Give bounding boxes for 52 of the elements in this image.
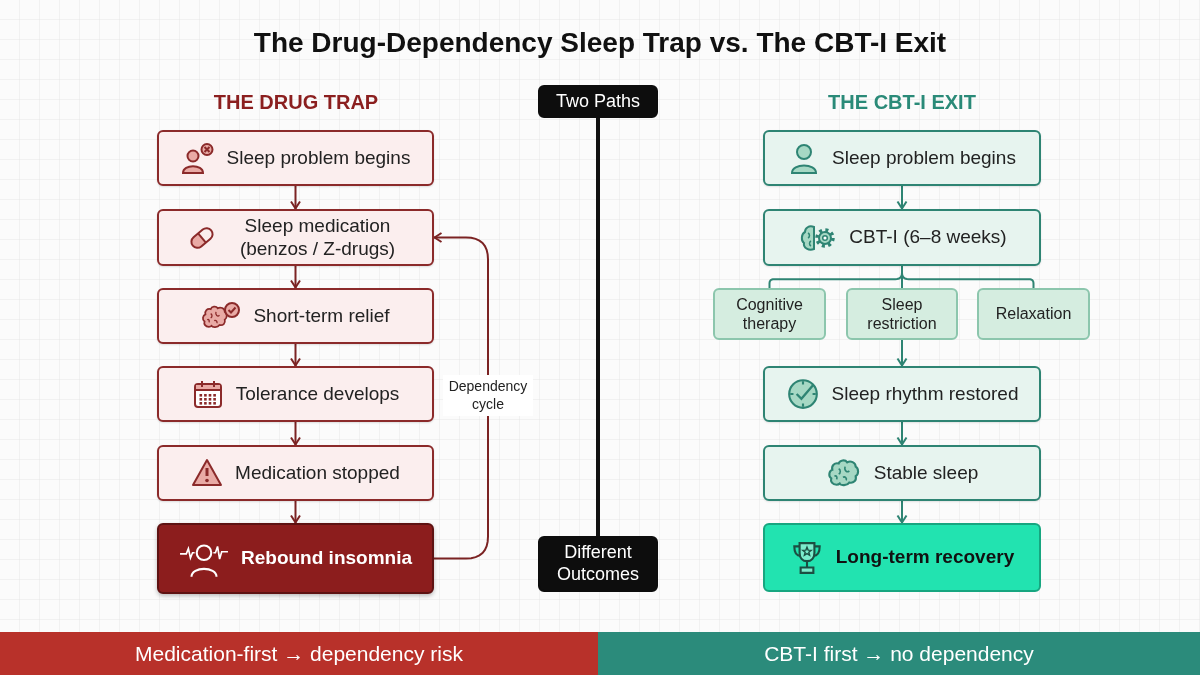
connector-line [901, 265, 1035, 289]
arrow [290, 421, 301, 446]
step-label: Sleep problem begins [832, 146, 1016, 170]
step-label: Rebound insomnia [241, 547, 412, 570]
step-label: Short-term relief [253, 304, 390, 328]
process-box [763, 366, 1041, 422]
arrow [290, 343, 301, 367]
process-box [157, 209, 434, 266]
step-label: Sleep restriction [866, 294, 938, 334]
step-label: Medication stopped [235, 461, 400, 485]
step-label: Sleep medication (benzos / Z-drugs) [238, 214, 397, 261]
summary-banner [598, 632, 1200, 675]
banner-text: CBT-I first → no dependency [764, 640, 1034, 667]
summary-banner [0, 632, 598, 675]
column-heading: THE CBT-I EXIT [827, 91, 977, 114]
process-box [763, 209, 1041, 266]
arrow [433, 232, 489, 560]
column-heading: THE DRUG TRAP [212, 91, 380, 114]
arrow [896, 185, 908, 210]
arrow [896, 500, 908, 524]
step-label: CBT-I (6–8 weeks) [849, 226, 1007, 249]
connector-line [596, 118, 600, 536]
step-label: Two Paths [555, 90, 640, 113]
process-box [157, 288, 434, 344]
step-label: Different Outcomes [556, 542, 640, 586]
process-box [157, 366, 434, 422]
terminal-box [538, 85, 658, 118]
step-label: Tolerance develops [235, 382, 400, 406]
outcome-box [157, 523, 434, 594]
step-label: Relaxation [995, 304, 1072, 324]
step-label: Sleep problem begins [226, 146, 411, 170]
process-box [763, 130, 1041, 186]
technique-box [846, 288, 958, 340]
edge-label: Dependency cycle [443, 375, 533, 416]
step-label: Sleep rhythm restored [831, 382, 1019, 406]
outcome-box [763, 523, 1041, 592]
arrow [290, 500, 301, 524]
process-box [157, 130, 434, 186]
diagram-title: The Drug-Dependency Sleep Trap vs. The CBT-I Exit [252, 27, 948, 59]
terminal-box [538, 536, 658, 592]
banner-text: Medication-first → dependency risk [135, 640, 463, 667]
technique-box [977, 288, 1090, 340]
arrow [290, 265, 301, 289]
arrow [896, 339, 908, 367]
arrow [290, 185, 301, 210]
process-box [763, 445, 1041, 501]
step-label: Long-term recovery [835, 546, 1015, 569]
technique-box [713, 288, 826, 340]
step-label: Cognitive therapy [735, 294, 804, 334]
step-label: Stable sleep [873, 461, 979, 485]
arrow [896, 421, 908, 446]
process-box [157, 445, 434, 501]
